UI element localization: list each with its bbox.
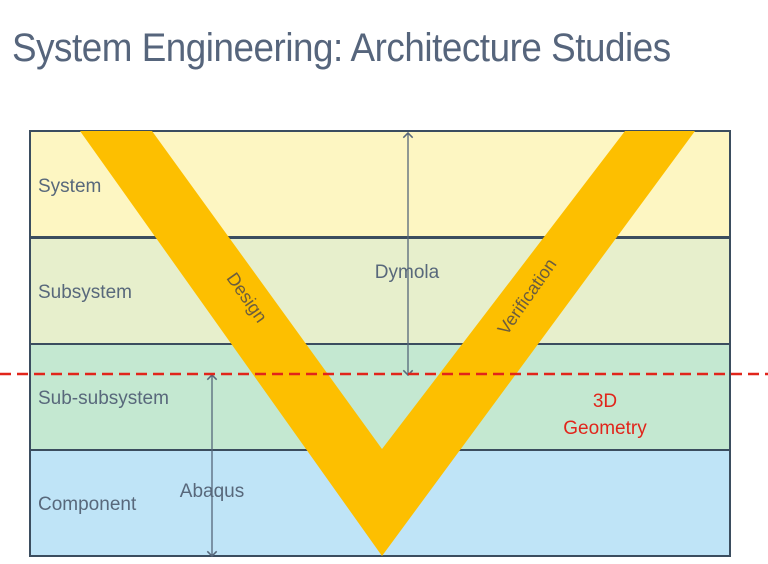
level-band-sub-subsystem bbox=[29, 343, 731, 451]
level-label-subsystem: Subsystem bbox=[38, 282, 132, 303]
level-label-system: System bbox=[38, 176, 101, 197]
v-shape bbox=[80, 131, 695, 556]
level-label-sub-subsystem: Sub-subsystem bbox=[38, 388, 169, 409]
lower-tool-label: Abaqus bbox=[180, 481, 244, 502]
slide-title: System Engineering: Architecture Studies bbox=[12, 26, 671, 70]
level-label-component: Component bbox=[38, 494, 137, 515]
upper-tool-label: Dymola bbox=[375, 262, 440, 283]
level-band-subsystem bbox=[29, 237, 731, 345]
